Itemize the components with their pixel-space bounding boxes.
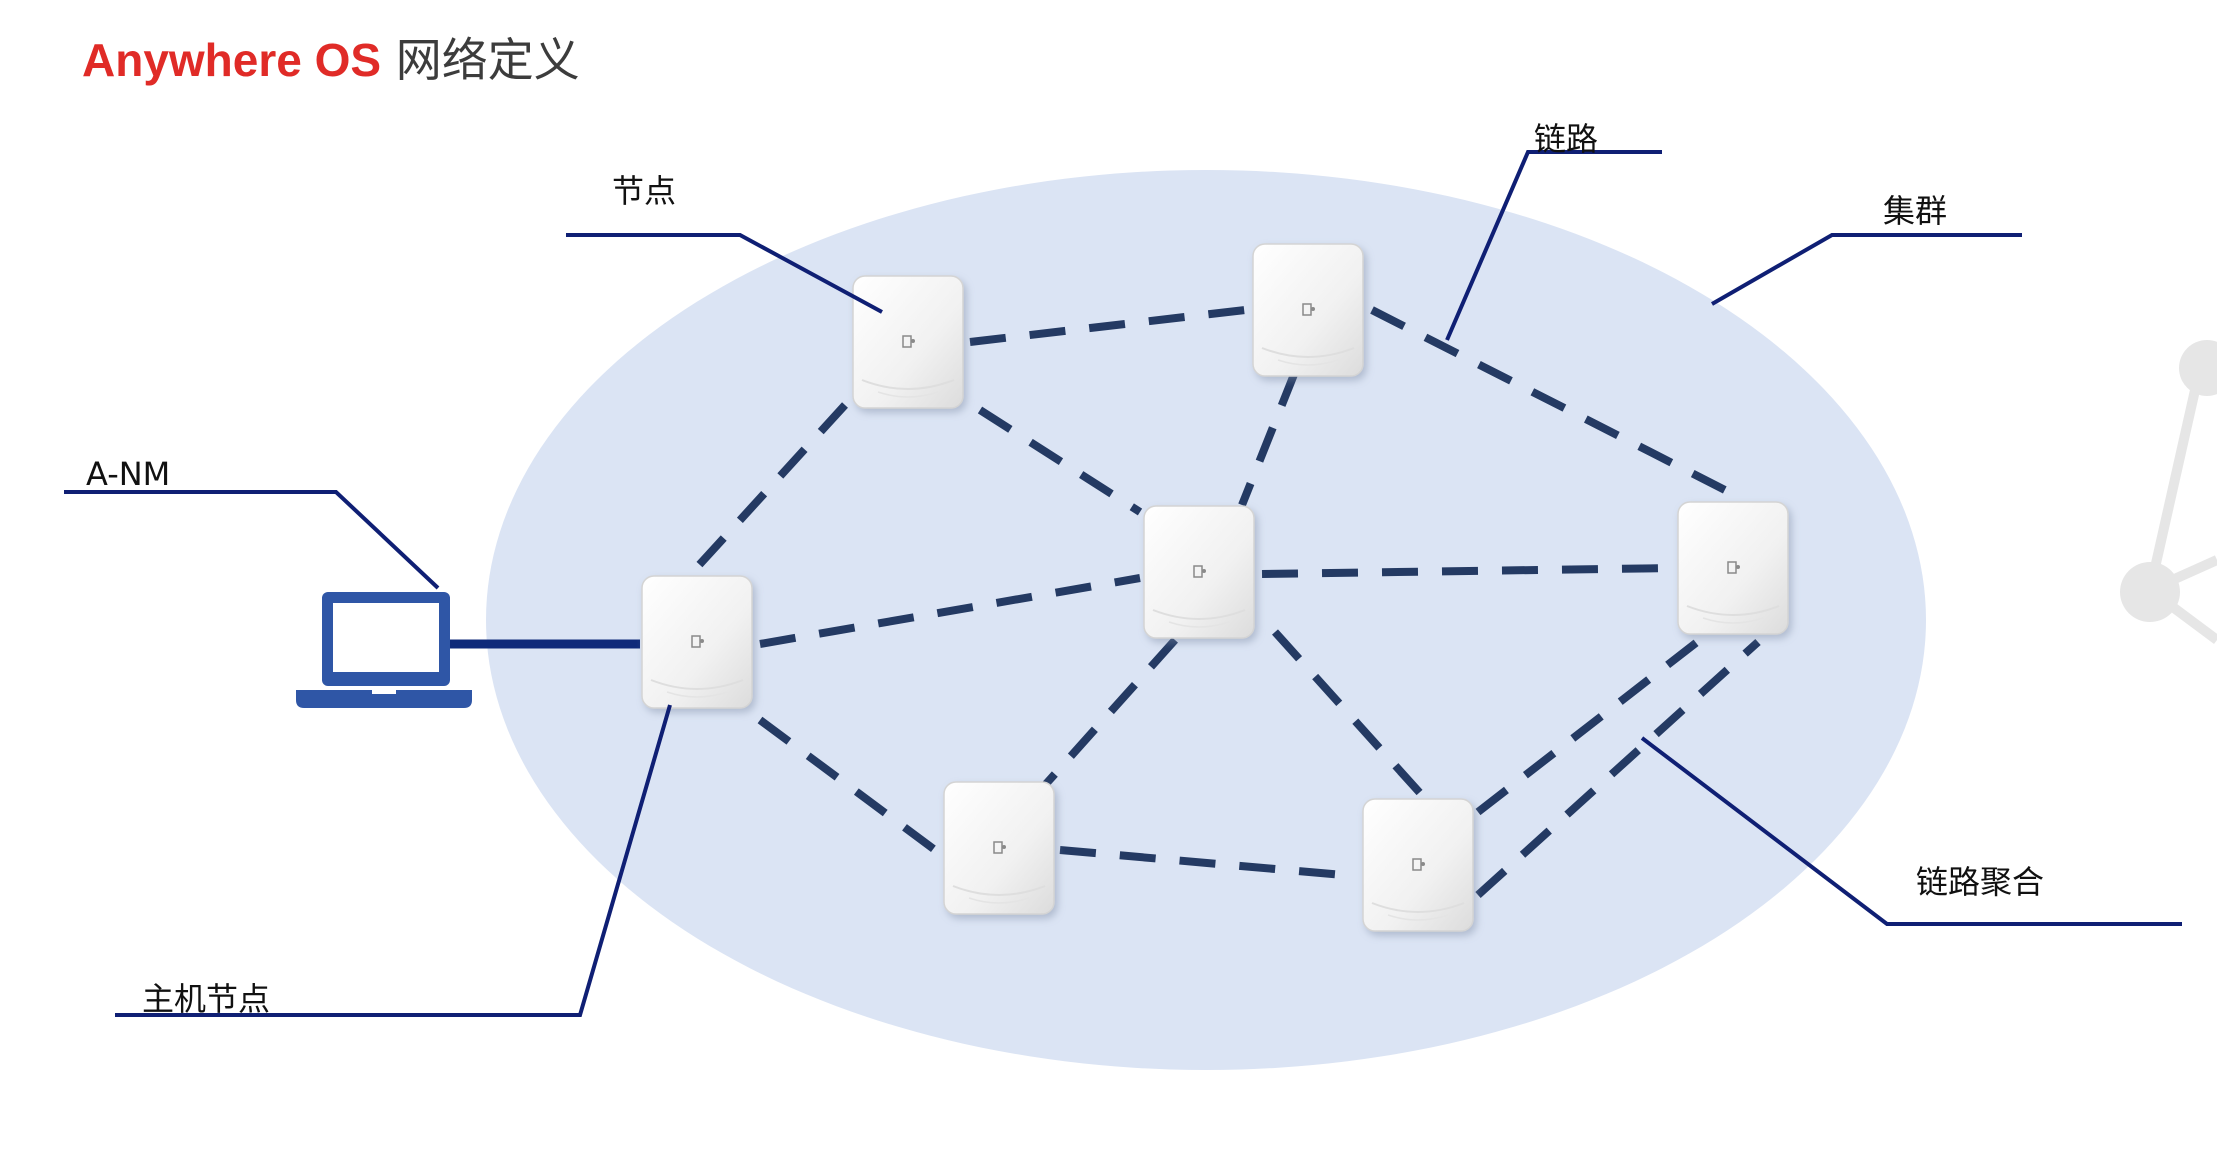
device-host bbox=[642, 576, 752, 708]
callout-cluster-line bbox=[1711, 233, 2022, 306]
label-link-aggregation: 链路聚合 bbox=[1916, 863, 2044, 901]
link-agg-1 bbox=[1475, 628, 1713, 816]
device-n-bottom-left bbox=[944, 782, 1054, 914]
label-host-node: 主机节点 bbox=[142, 980, 270, 1018]
label-node: 节点 bbox=[612, 172, 676, 210]
label-link: 链路 bbox=[1534, 120, 1598, 158]
label-anm: A-NM bbox=[86, 455, 170, 493]
link-host-center bbox=[759, 574, 1141, 648]
link-center-br bbox=[1272, 629, 1423, 796]
link-tl-tm bbox=[969, 306, 1246, 346]
link-tl-host bbox=[687, 402, 848, 578]
title-subtitle: 网络定义 bbox=[395, 33, 580, 87]
callout-link-line bbox=[1445, 150, 1662, 341]
laptop-icon bbox=[296, 592, 472, 708]
link-bl-br bbox=[1059, 846, 1344, 879]
link-center-right bbox=[1261, 564, 1676, 578]
slide-title: Anywhere OS 网络定义 bbox=[82, 28, 580, 92]
device-n-bottom-right bbox=[1363, 799, 1473, 931]
device-n-top-left bbox=[853, 276, 963, 408]
link-host-bl bbox=[757, 716, 938, 854]
device-n-center bbox=[1144, 506, 1254, 638]
watermark-graphic bbox=[2120, 340, 2217, 645]
callout-anm-line bbox=[64, 490, 440, 590]
callout-agg-line bbox=[1640, 736, 2182, 926]
link-lines bbox=[687, 306, 1761, 898]
callout-node-line bbox=[566, 233, 883, 314]
device-n-top-mid bbox=[1253, 244, 1363, 376]
link-tm-right bbox=[1370, 306, 1727, 494]
device-n-right bbox=[1678, 502, 1788, 634]
link-tm-center bbox=[1238, 370, 1299, 507]
callout-host-line bbox=[115, 704, 672, 1017]
link-center-bl bbox=[1042, 637, 1178, 788]
label-cluster: 集群 bbox=[1883, 192, 1947, 230]
title-brand: Anywhere OS bbox=[82, 34, 382, 86]
callout-lines bbox=[64, 150, 2182, 1017]
link-tl-center bbox=[977, 406, 1143, 516]
link-agg-2 bbox=[1475, 639, 1761, 898]
